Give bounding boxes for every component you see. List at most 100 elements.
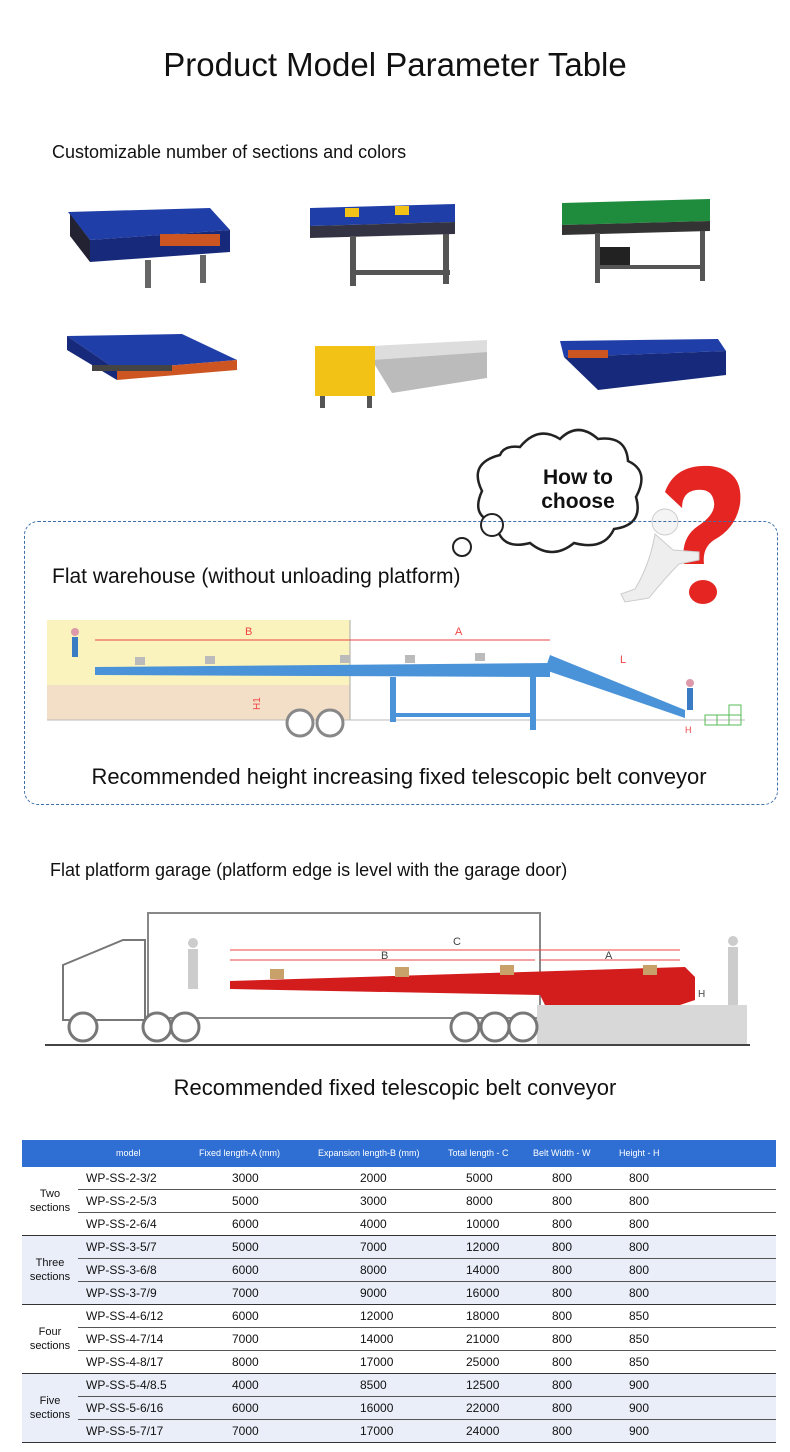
- label-a-garage: A: [605, 950, 613, 962]
- table-cell: WP-SS-4-8/17: [86, 1355, 164, 1369]
- table-header: model Fixed length-A (mm) Expansion leng…: [22, 1140, 776, 1167]
- table-cell: 16000: [466, 1286, 500, 1300]
- table-cell: 24000: [466, 1424, 500, 1438]
- table-cell: 900: [629, 1378, 650, 1392]
- table-cell: 14000: [360, 1332, 394, 1346]
- group-label: Two sections: [22, 1167, 78, 1235]
- table-cell: WP-SS-5-7/17: [86, 1424, 164, 1438]
- product-image-blue-3: [67, 334, 237, 380]
- table-cell: 800: [552, 1309, 573, 1323]
- section-subtitle: Customizable number of sections and colo…: [52, 142, 407, 162]
- table-group: Two sections WP-SS-2-3/2 3000 2000 5000 800 800…: [22, 1167, 776, 1236]
- table-cell: WP-SS-2-3/2: [86, 1171, 157, 1185]
- group-label-line: Four: [38, 1326, 62, 1338]
- table-cell: 800: [552, 1332, 573, 1346]
- label-c: C: [453, 936, 461, 948]
- header-model: model: [116, 1148, 141, 1158]
- table-cell: 900: [629, 1401, 650, 1415]
- table-cell: 8000: [466, 1194, 493, 1208]
- table-cell: WP-SS-2-6/4: [86, 1217, 157, 1231]
- table-cell: 800: [552, 1194, 573, 1208]
- header-height: Height - H: [619, 1148, 660, 1158]
- table-cell: 7000: [232, 1424, 259, 1438]
- table-cell: 12500: [466, 1378, 500, 1392]
- label-l: L: [620, 654, 626, 666]
- table-cell: 8000: [360, 1263, 387, 1277]
- table-cell: 10000: [466, 1217, 500, 1231]
- table-cell: 22000: [466, 1401, 500, 1415]
- table-cell: 800: [552, 1240, 573, 1254]
- table-cell: WP-SS-4-7/14: [86, 1332, 164, 1346]
- table-cell: 17000: [360, 1424, 394, 1438]
- header-fixed-length: Fixed length-A (mm): [199, 1148, 281, 1158]
- table-cell: WP-SS-5-6/16: [86, 1401, 164, 1415]
- product-image-yellow-platform: [315, 340, 487, 408]
- group-label: Four sections: [22, 1305, 78, 1373]
- group-label-line: Three: [35, 1257, 65, 1269]
- table-cell: 5000: [232, 1194, 259, 1208]
- group-label-line: sections: [29, 1202, 71, 1214]
- table-cell: 850: [629, 1309, 650, 1323]
- table-cell: 5000: [466, 1171, 493, 1185]
- group-label-line: Two: [39, 1188, 61, 1200]
- table-cell: 900: [629, 1424, 650, 1438]
- label-a: A: [455, 626, 463, 638]
- platform-garage-recommendation: Recommended fixed telescopic belt convey…: [173, 1075, 617, 1100]
- table-cell: 800: [552, 1263, 573, 1277]
- table-cell: 800: [552, 1286, 573, 1300]
- product-image-green: [562, 199, 710, 283]
- table-cell: 800: [552, 1171, 573, 1185]
- flat-warehouse-recommendation: Recommended height increasing fixed tele…: [91, 764, 707, 789]
- table-cell: 14000: [466, 1263, 500, 1277]
- label-h: H: [685, 725, 692, 735]
- table-cell: 6000: [232, 1263, 259, 1277]
- table-cell: 800: [552, 1378, 573, 1392]
- table-cell: 7000: [232, 1286, 259, 1300]
- table-cell: 7000: [360, 1240, 387, 1254]
- table-cell: 4000: [232, 1378, 259, 1392]
- table-cell: 850: [629, 1332, 650, 1346]
- flat-warehouse-box: [24, 521, 778, 805]
- product-image-dark-blue: [560, 339, 726, 390]
- table-cell: WP-SS-3-7/9: [86, 1286, 157, 1300]
- header-expansion-length: Expansion length-B (mm): [318, 1148, 420, 1158]
- flat-warehouse-title: Flat warehouse (without unloading platfo…: [52, 565, 461, 588]
- group-label: Three sections: [22, 1236, 78, 1304]
- table-cell: 6000: [232, 1217, 259, 1231]
- table-cell: 25000: [466, 1355, 500, 1369]
- table-cell: 3000: [232, 1171, 259, 1185]
- platform-garage-diagram: C B A H: [45, 912, 750, 1046]
- product-image-blue-2: [310, 204, 455, 286]
- label-h-garage: H: [698, 989, 705, 1000]
- header-belt-width: Belt Width - W: [533, 1148, 591, 1158]
- table-cell: 800: [629, 1194, 650, 1208]
- table-cell: 5000: [232, 1240, 259, 1254]
- table-cell: 4000: [360, 1217, 387, 1231]
- group-label-line: sections: [29, 1271, 71, 1283]
- table-cell: WP-SS-3-5/7: [86, 1240, 157, 1254]
- table-cell: 9000: [360, 1286, 387, 1300]
- table-cell: 18000: [466, 1309, 500, 1323]
- table-cell: WP-SS-3-6/8: [86, 1263, 157, 1277]
- flat-warehouse-diagram: B A L H1 H: [47, 620, 745, 738]
- table-cell: 17000: [360, 1355, 394, 1369]
- table-cell: 6000: [232, 1309, 259, 1323]
- table-cell: WP-SS-2-5/3: [86, 1194, 157, 1208]
- page-title: Product Model Parameter Table: [163, 46, 627, 83]
- label-b: B: [245, 626, 252, 638]
- table-cell: 3000: [360, 1194, 387, 1208]
- table-cell: 8000: [232, 1355, 259, 1369]
- table-cell: 2000: [360, 1171, 387, 1185]
- table-cell: 800: [629, 1240, 650, 1254]
- group-label-line: sections: [29, 1340, 71, 1352]
- table-cell: 7000: [232, 1332, 259, 1346]
